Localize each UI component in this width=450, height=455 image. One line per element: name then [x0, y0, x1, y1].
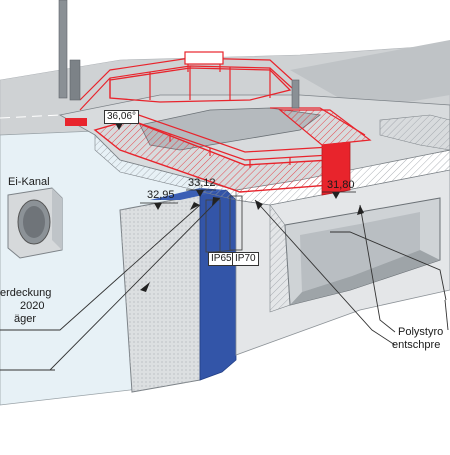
level-label-right: 31,80 [327, 179, 355, 191]
polystyrol-label-line1: Polystyro [398, 326, 444, 338]
angle-label: 36,06° [104, 110, 140, 124]
ground-surface-far [290, 40, 450, 110]
vent-pipe-short [69, 59, 81, 101]
level-label-left: 32,95 [147, 189, 175, 201]
ip65-label: IP65 [208, 252, 235, 266]
blue-wall [199, 189, 237, 381]
level-marker-left [154, 203, 162, 210]
arrow-1 [190, 202, 200, 210]
deckung-label-line2: 2020 [20, 300, 45, 312]
red-block-left [65, 118, 87, 126]
ei-kanal-inner [23, 206, 45, 238]
arrow-4 [255, 200, 263, 210]
slab-edge-hatch [94, 134, 237, 201]
level-marker-center [196, 190, 204, 197]
deckung-label-line3: äger [14, 313, 37, 325]
ei-kanal-label: Ei-Kanal [8, 176, 50, 188]
arrow-5 [140, 282, 150, 292]
slab-right-hatch [379, 114, 450, 151]
sign-panel [184, 51, 224, 65]
level-marker-right [332, 192, 340, 199]
ei-kanal-block-side [52, 188, 62, 250]
shaft-front-hatch [120, 195, 200, 392]
wall-hatched-right [269, 204, 291, 313]
polystyrol-label-line2: entschpre [392, 339, 441, 351]
ip-leader [212, 249, 237, 253]
vent-pipe-right [291, 79, 300, 109]
arrow-3 [357, 205, 364, 215]
deckung-label-line1: erdeckung [0, 287, 52, 299]
callout-leaders [0, 197, 449, 371]
red-walkway [278, 109, 372, 146]
ip70-label: IP70 [232, 252, 259, 266]
arrow-2 [212, 197, 220, 206]
vent-pipe-tall [58, 0, 68, 99]
tunnel-floor [290, 250, 440, 305]
angle-marker [115, 123, 123, 130]
level-label-center: 33,12 [188, 177, 216, 189]
